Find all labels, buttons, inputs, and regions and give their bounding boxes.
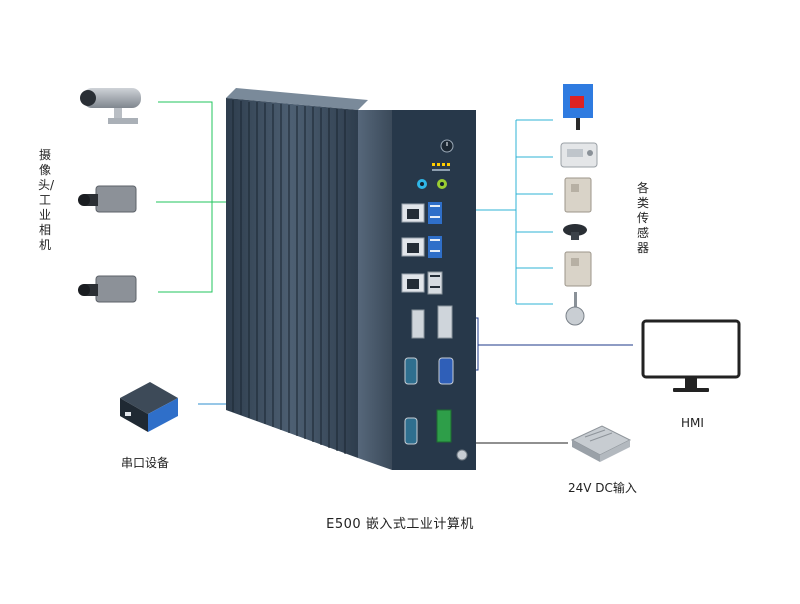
power-input-label: 24V DC输入 xyxy=(568,481,637,495)
hmi-connection-lines xyxy=(463,317,633,371)
sensor-connection-lines xyxy=(443,119,553,305)
monitor-icon xyxy=(641,319,741,392)
usb3-port-2 xyxy=(428,236,442,258)
serial-converter-icon xyxy=(120,382,178,432)
vga-port xyxy=(438,357,454,385)
camera-icon xyxy=(80,88,141,124)
ground-screw xyxy=(456,449,468,461)
chassis-side xyxy=(358,110,392,470)
industrial-camera-icon xyxy=(78,275,137,303)
hmi-label: HMI xyxy=(681,416,704,430)
chassis-top xyxy=(226,88,368,110)
industrial-camera-icon xyxy=(78,185,137,213)
sensor-group-label: 各类传感器 xyxy=(636,181,649,255)
diagram-caption: E500 嵌入式工业计算机 xyxy=(326,517,474,532)
camera-group-label: 摄像头/工业相机 xyxy=(38,148,55,252)
com-port-2 xyxy=(404,417,418,445)
display-port-2 xyxy=(437,305,453,339)
proximity-sensor-icon xyxy=(564,251,592,287)
photoelectric-sensor-icon xyxy=(563,84,593,130)
thermometer-probe-icon xyxy=(565,292,585,326)
status-leds xyxy=(432,163,450,171)
com-port-1 xyxy=(404,357,418,385)
e500-computer xyxy=(226,88,476,470)
usb2-port xyxy=(427,271,443,295)
usb3-port-1 xyxy=(428,202,442,224)
display-port-1 xyxy=(411,309,425,339)
serial-device-label: 串口设备 xyxy=(121,456,170,470)
dc-terminal xyxy=(436,409,452,443)
power-button-icon[interactable] xyxy=(440,139,454,153)
proximity-sensor-icon xyxy=(564,177,592,213)
heatsink-fins xyxy=(226,98,358,458)
button-sensor-icon xyxy=(563,224,587,240)
power-supply-icon xyxy=(570,425,632,462)
temperature-controller-icon xyxy=(560,142,598,168)
